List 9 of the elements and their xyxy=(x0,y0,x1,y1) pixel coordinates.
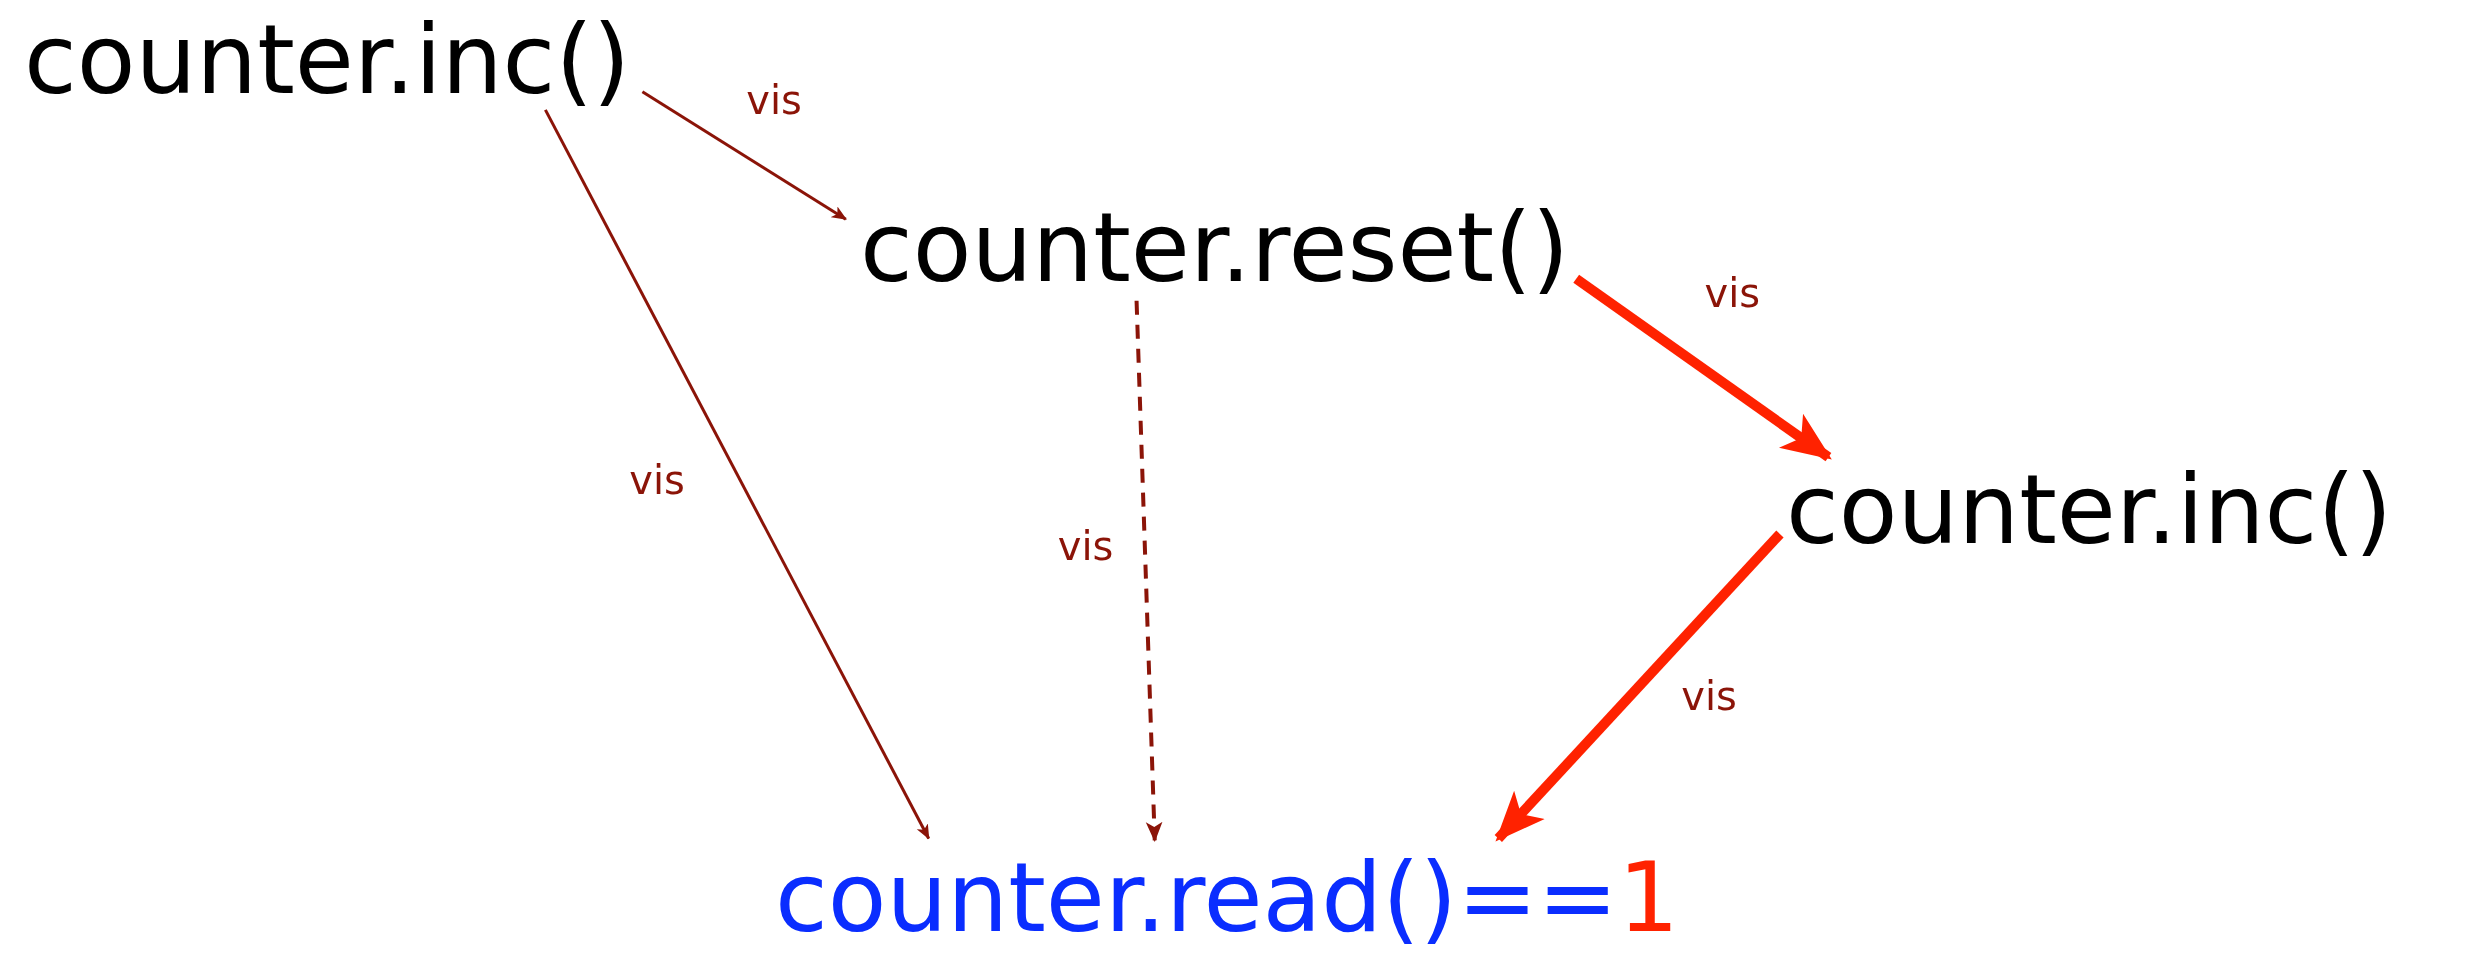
code-text: counter.inc() xyxy=(24,12,631,108)
arrow xyxy=(1573,274,1832,462)
code-text: counter.reset() xyxy=(860,200,1570,296)
arrow xyxy=(1494,530,1784,842)
arrow xyxy=(544,109,931,840)
code-text: counter.inc() xyxy=(1786,462,2393,558)
arrow xyxy=(1134,300,1163,843)
code-text: counter.read()==1 xyxy=(775,850,1680,946)
arrow xyxy=(641,90,847,221)
